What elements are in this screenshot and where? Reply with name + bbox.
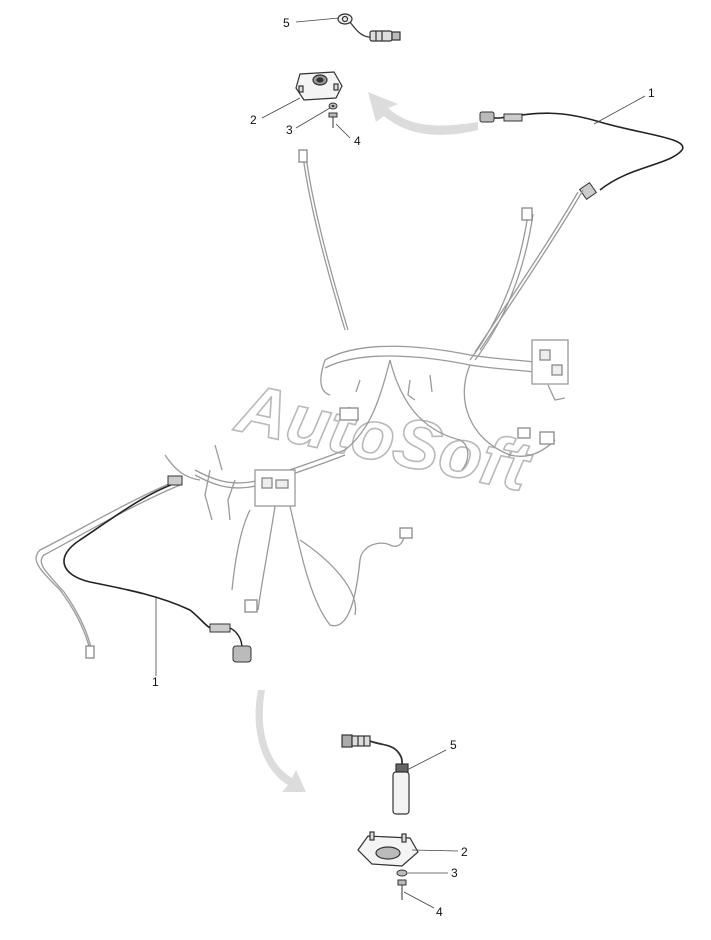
callout-bot-3: 3 bbox=[451, 866, 458, 880]
part-2-bracket-top bbox=[295, 71, 343, 101]
part-3-washer-bottom bbox=[396, 869, 408, 877]
callout-top-5: 5 bbox=[283, 16, 290, 30]
leader-bot-4 bbox=[403, 891, 435, 909]
callout-bot-4: 4 bbox=[436, 905, 443, 919]
callout-top-2: 2 bbox=[250, 113, 257, 127]
callout-bot-5: 5 bbox=[450, 738, 457, 752]
main-wiring-harness bbox=[35, 149, 584, 659]
part-4-bolt-bottom bbox=[397, 879, 407, 900]
part-1-sensor-lead-top bbox=[479, 111, 684, 201]
part-1-sensor-lead-bottom bbox=[63, 475, 252, 663]
callout-bot-2: 2 bbox=[461, 845, 468, 859]
leader-top-5 bbox=[295, 17, 340, 23]
leader-top-4 bbox=[335, 123, 351, 139]
callout-top-4: 4 bbox=[354, 134, 361, 148]
leader-top-2 bbox=[261, 97, 301, 119]
leader-bot-5 bbox=[406, 749, 447, 771]
direction-arrow-bottom bbox=[255, 690, 306, 792]
callout-top-3: 3 bbox=[286, 123, 293, 137]
leader-top-3 bbox=[295, 107, 331, 129]
part-5-sensor-cable-top bbox=[337, 13, 401, 42]
part-2-bracket-bottom bbox=[357, 831, 419, 867]
callout-top-1: 1 bbox=[648, 86, 655, 100]
callout-mid-1: 1 bbox=[152, 675, 159, 689]
part-3-washer-top bbox=[328, 102, 338, 110]
direction-arrow-top bbox=[368, 92, 478, 135]
leader-top-1 bbox=[593, 95, 646, 125]
part-4-bolt-top bbox=[328, 112, 338, 128]
part-5-sensor-bottom bbox=[341, 734, 410, 815]
leader-bot-2 bbox=[411, 849, 459, 852]
